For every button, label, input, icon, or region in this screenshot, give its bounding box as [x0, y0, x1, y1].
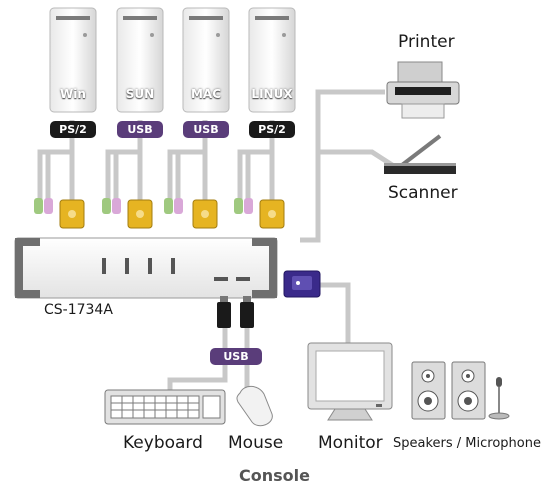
computer-os-label: LINUX: [251, 87, 293, 101]
port-badge-usb: USB: [183, 121, 229, 138]
computer-tower-1: [49, 7, 97, 113]
console-cables: [167, 282, 351, 392]
computer-os-label: Win: [60, 87, 86, 101]
speakers-microphone-label: Speakers / Microphone: [393, 436, 541, 451]
microphone-icon: [488, 377, 510, 420]
vga-connector: [283, 270, 321, 298]
port-badge-usb: USB: [117, 121, 163, 138]
computer-tower-2: [116, 7, 164, 113]
printer-label: Printer: [398, 32, 455, 52]
device-name-label: CS-1734A: [44, 302, 113, 318]
monitor-label: Monitor: [318, 433, 383, 453]
scanner-label: Scanner: [388, 183, 458, 203]
computer-tower-4: [248, 7, 296, 113]
mouse-icon: [236, 385, 273, 427]
printer-icon: [386, 61, 460, 119]
console-usb-badge: USB: [210, 348, 262, 365]
monitor-icon: [307, 342, 393, 421]
scanner-icon: [384, 134, 456, 174]
console-title: Console: [239, 466, 310, 485]
keyboard-label: Keyboard: [123, 433, 203, 453]
computer-os-label: SUN: [125, 87, 155, 101]
port-badge-ps2: PS/2: [50, 121, 96, 138]
speakers-icon: [411, 361, 486, 420]
computer-tower-3: [182, 7, 230, 113]
computer-os-label: MAC: [190, 87, 222, 101]
port-badge-ps2: PS/2: [249, 121, 295, 138]
mouse-label: Mouse: [228, 433, 284, 453]
console-usb-plugs: [217, 296, 254, 328]
keyboard-icon: [104, 389, 226, 425]
computer-connectors: [34, 198, 285, 229]
kvm-switch: [14, 237, 278, 299]
